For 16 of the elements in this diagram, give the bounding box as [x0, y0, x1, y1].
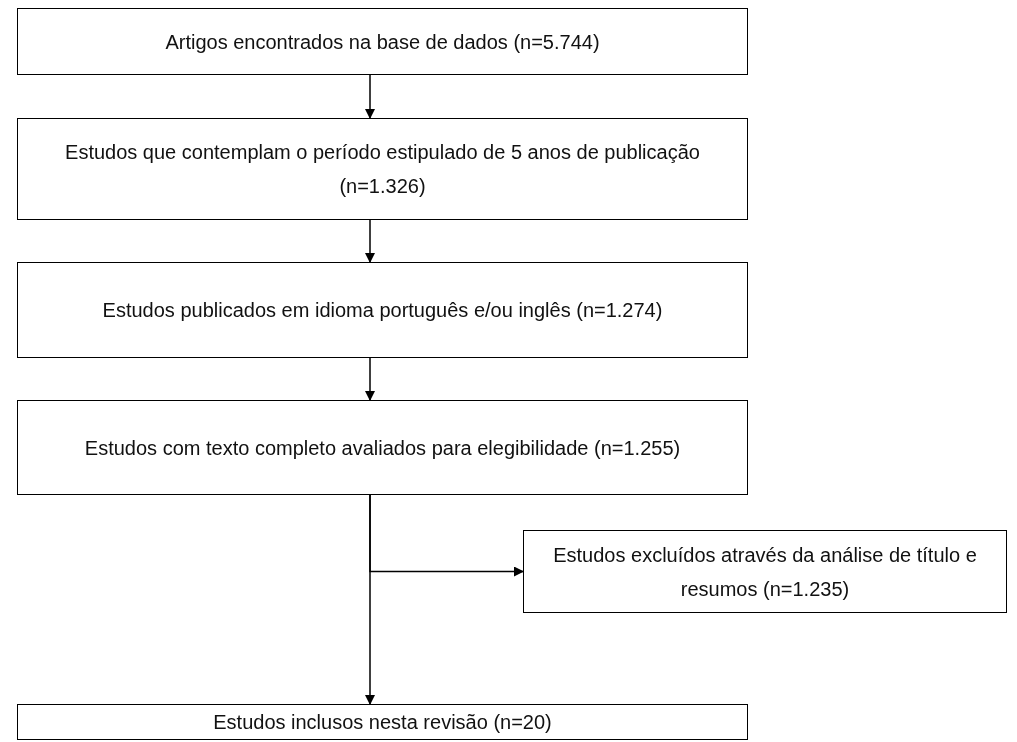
process-box	[17, 400, 748, 495]
box-text: Estudos com texto completo avaliados para elegibilidade (n=1.255)	[83, 435, 682, 461]
process-box	[17, 118, 748, 220]
process-box	[17, 8, 748, 75]
box-text: Estudos inclusos nesta revisão (n=20)	[212, 710, 553, 735]
arrow	[365, 74, 375, 119]
box-text: Estudos que contemplam o período estipulado de 5 anos de publicação (n=1.326)	[64, 140, 701, 199]
box-text: Estudos excluídos através da análise de título e resumos (n=1.235)	[552, 542, 978, 602]
process-box	[523, 530, 1007, 613]
arrow	[365, 219, 375, 263]
arrow	[365, 494, 375, 705]
box-text: Artigos encontrados na base de dados (n=5.744)	[164, 29, 601, 55]
box-text: Estudos publicados em idioma português e/ou inglês (n=1.274)	[101, 298, 664, 323]
process-box	[17, 704, 748, 740]
process-box	[17, 262, 748, 358]
arrow	[365, 357, 375, 401]
